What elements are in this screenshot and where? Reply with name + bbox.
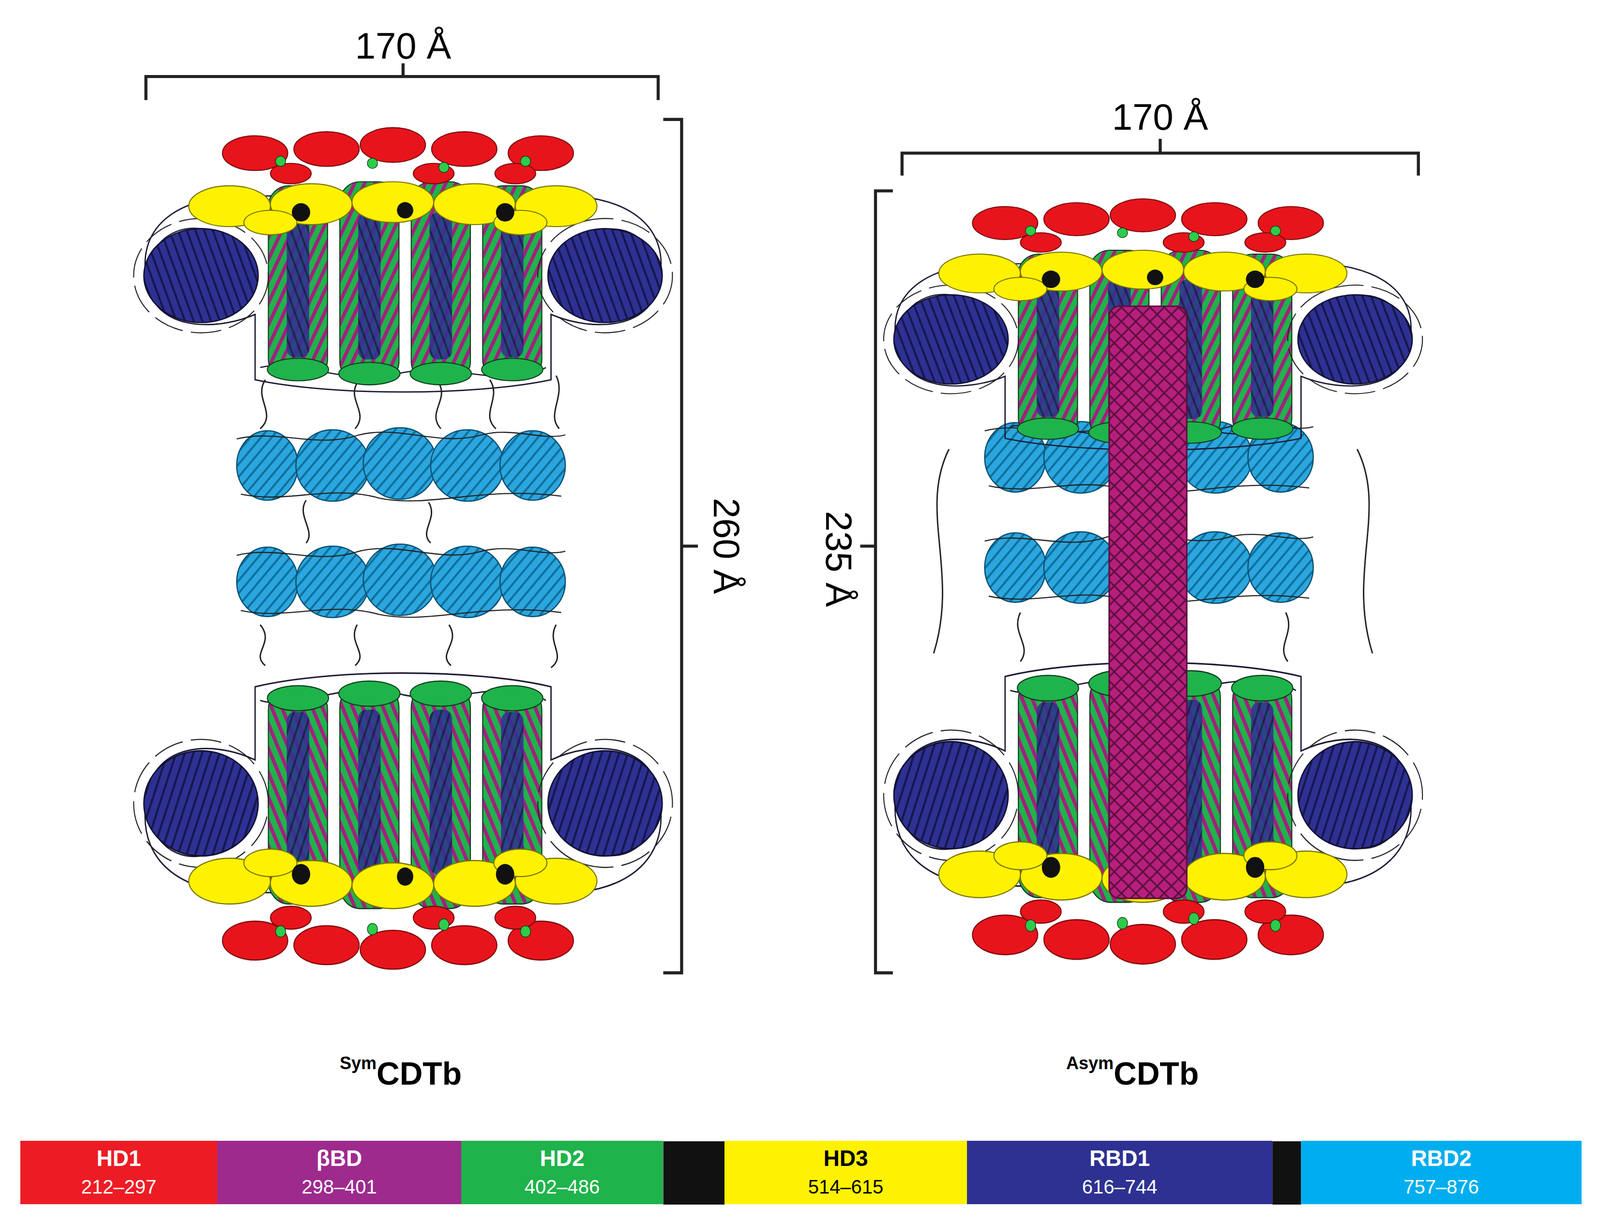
dimension-label: 235 Å [820,511,858,608]
dimension-label: 170 Å [355,27,452,65]
residue-range: 402–486 [524,1177,601,1197]
label-wrap: 298–401 [301,1177,378,1197]
label-wrap: 757–876 [1403,1177,1480,1197]
legend-label-wrap: HD1 [96,1147,141,1170]
residue-range: 616–744 [1082,1177,1158,1197]
superscript-label: Asym [1066,1054,1114,1072]
residue-range: 757–876 [1403,1177,1480,1197]
legend-label: HD2 [539,1147,585,1170]
label-wrap: 514–615 [808,1177,884,1197]
residue-range: 514–615 [808,1177,884,1197]
structure-title: CDTb [376,1057,462,1090]
legend-label: HD3 [823,1147,868,1170]
legend-label: HD1 [96,1147,141,1170]
structure-title: CDTb [1113,1057,1199,1090]
legend-label: βBD [316,1147,363,1170]
label-wrap: 212–297 [81,1177,157,1197]
residue-range: 212–297 [81,1177,157,1197]
label-wrap: 616–744 [1082,1177,1158,1197]
legend-label-wrap: HD3 [823,1147,868,1170]
legend-label-wrap: RBD1 [1089,1147,1150,1170]
dimension-label: 170 Å [1112,98,1209,136]
legend-label-wrap: RBD2 [1410,1147,1472,1170]
legend-label: RBD2 [1410,1147,1472,1170]
label-wrap: 235 Å [820,511,858,608]
legend-label-wrap: βBD [316,1147,363,1170]
legend-label: RBD1 [1089,1147,1150,1170]
dimension-label: 260 Å [708,498,745,595]
structure-title-wrap: AsymCDTb [1066,1057,1199,1090]
legend-label-wrap: HD2 [539,1147,585,1170]
label-wrap: 402–486 [524,1177,601,1197]
label-wrap: 170 Å [1112,98,1209,136]
residue-range: 298–401 [301,1177,378,1197]
label-wrap: 260 Å [708,498,745,595]
structure-title-wrap: SymCDTb [339,1057,462,1090]
label-wrap: 170 Å [355,27,452,65]
superscript-label: Sym [339,1054,377,1072]
